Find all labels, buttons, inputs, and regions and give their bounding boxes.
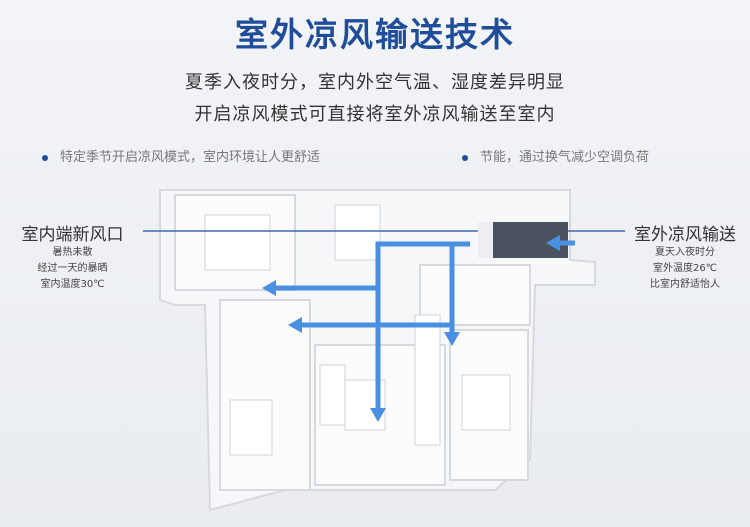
fresh-air-unit (478, 222, 568, 258)
label-line: 夏天入夜时分 (655, 247, 715, 258)
arrow-heads (262, 235, 560, 422)
label-line: 室内温度30℃ (40, 279, 105, 290)
outdoor-air-label: 室外凉风输送 夏天入夜时分 室外温度26℃ 比室内舒适怡人 (625, 220, 745, 293)
bullet-dot-icon (42, 154, 48, 161)
bed-icon (461, 374, 511, 431)
airflow-arrows (272, 240, 575, 410)
bullet-dot-icon (462, 154, 468, 161)
bullet-item: 特定季节开启凉风模式，室内环境让人更舒适 (42, 146, 320, 165)
label-line: 经过一天的暴晒 (37, 263, 108, 274)
page-title: 室外凉风输送技术 (235, 15, 515, 54)
indoor-vent-label: 室内端新风口 暑热未散 经过一天的暴晒 室内温度30℃ (10, 220, 135, 293)
bed-icon (204, 214, 271, 271)
label-line: 比室内舒适怡人 (650, 279, 720, 290)
sofa-icon (319, 364, 346, 426)
indoor-vent-heading: 室内端新风口 (21, 225, 124, 245)
label-line: 暑热未散 (52, 247, 93, 258)
bullet-item: 节能，通过换气减少空调负荷 (462, 146, 649, 165)
label-line: 室外温度26℃ (653, 263, 717, 274)
outdoor-air-heading: 室外凉风输送 (634, 225, 736, 245)
subtitle-line-1: 夏季入夜时分，室内外空气温、湿度差异明显 (185, 72, 565, 93)
bullet-text: 特定季节开启凉风模式，室内环境让人更舒适 (60, 150, 321, 165)
subtitle-line-2: 开启凉风模式可直接将室外凉风输送至室内 (194, 104, 556, 125)
bed-icon (229, 399, 273, 456)
bullet-text: 节能，通过换气减少空调负荷 (480, 150, 650, 165)
